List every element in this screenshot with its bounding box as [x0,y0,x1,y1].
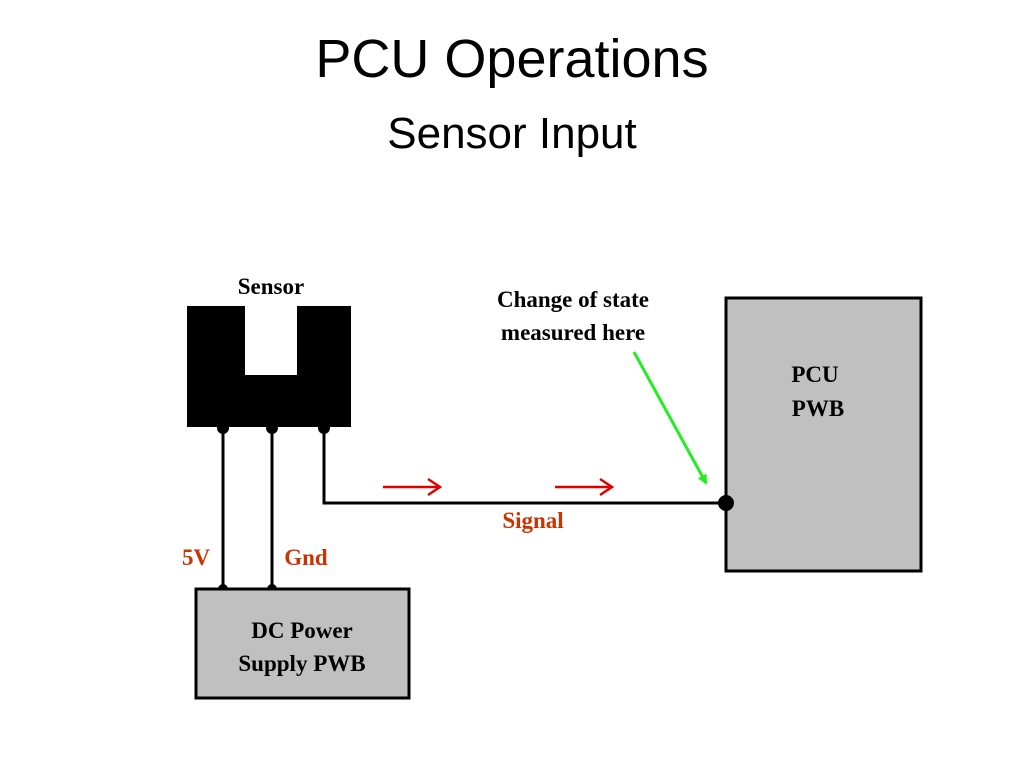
pcu-box-line-2: PWB [792,396,844,421]
wire-signal [322,428,726,505]
power-box-line-1: DC Power [251,618,353,643]
label-5v: 5V [182,545,211,570]
sensor-body [187,306,351,427]
slide-title: PCU Operations [315,29,709,89]
pcu-input-junction [718,495,734,511]
annotation-line-2: measured here [501,320,645,345]
sensor-label: Sensor [238,274,304,299]
measurement-pointer-arrow [632,351,708,485]
label-signal: Signal [502,508,563,533]
signal-direction-arrow-2 [555,477,615,497]
signal-direction-arrow-1 [383,477,443,497]
dc-power-supply-box [194,587,411,700]
slide-subtitle: Sensor Input [387,109,637,158]
annotation-line-1: Change of state [497,287,649,312]
label-gnd: Gnd [284,545,328,570]
pcu-pwb-box [724,296,923,573]
pcu-box-line-1: PCU [791,362,839,387]
power-box-line-2: Supply PWB [238,651,365,676]
